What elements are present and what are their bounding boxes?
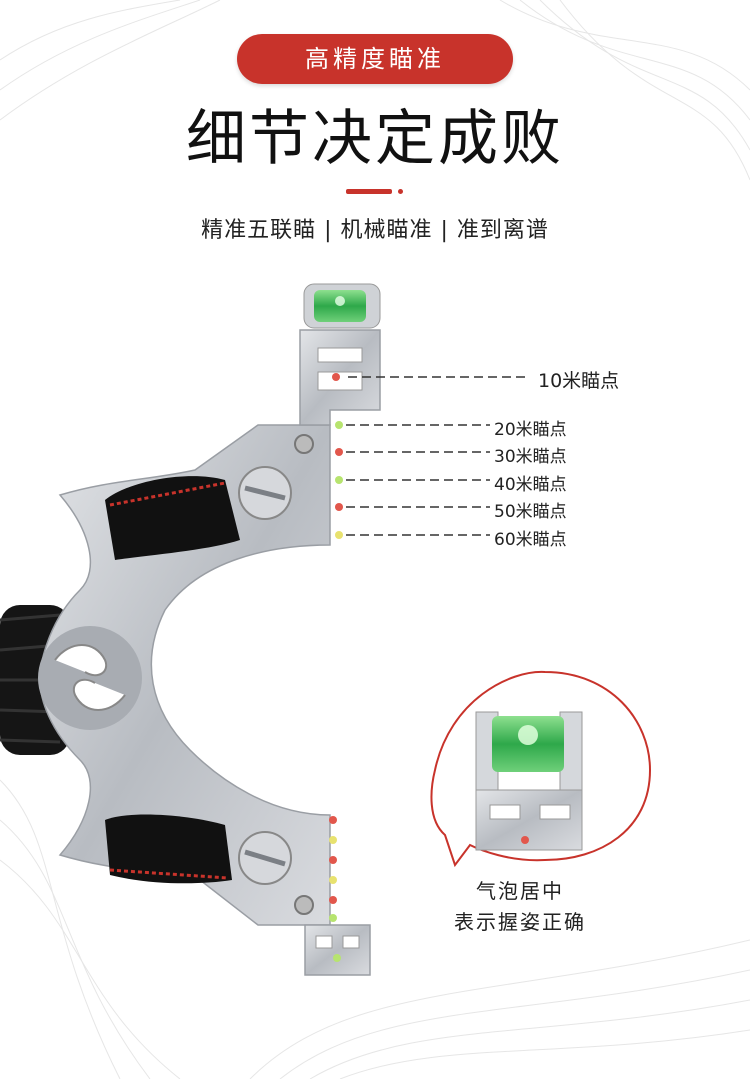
bubble-caption-line1: 气泡居中	[476, 879, 564, 903]
slingshot-image	[0, 283, 652, 976]
bubble-caption-line2: 表示握姿正确	[454, 910, 586, 934]
feature-badge: 高精度瞄准	[237, 34, 513, 84]
aim-point-label-60m: 60米瞄点	[494, 530, 567, 550]
title-divider-dot	[398, 189, 403, 194]
aim-point-label-30m: 30米瞄点	[494, 447, 567, 467]
title-divider	[346, 189, 392, 194]
aim-point-label-20m: 20米瞄点	[494, 420, 567, 440]
aim-point-label-40m: 40米瞄点	[494, 475, 567, 495]
page-title: 细节决定成败	[186, 104, 564, 174]
feature-subtitle: 精准五联瞄 | 机械瞄准 | 准到离谱	[201, 218, 549, 243]
aim-point-label-50m: 50米瞄点	[494, 502, 567, 522]
aim-point-label-10m: 10米瞄点	[538, 370, 620, 392]
